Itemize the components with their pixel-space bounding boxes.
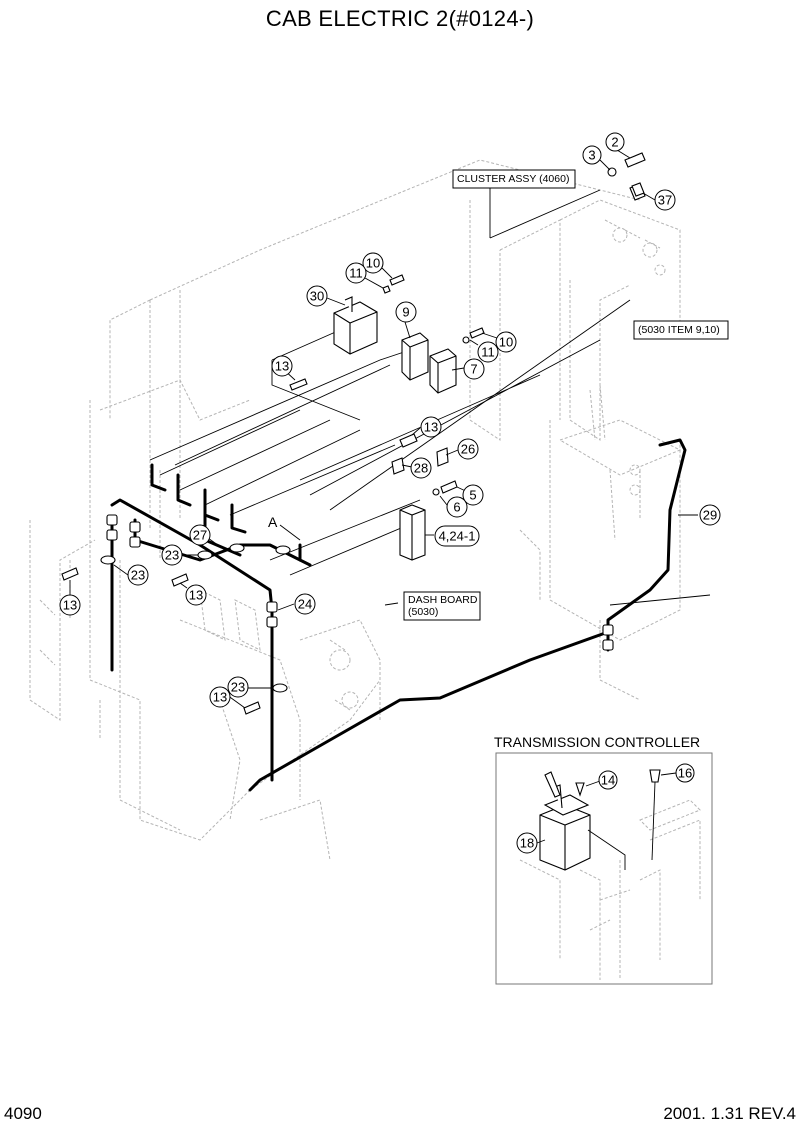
callout-10: 10	[362, 252, 384, 274]
callout-11: 11	[345, 262, 367, 284]
callout-27: 27	[189, 524, 211, 546]
svg-text:13: 13	[189, 588, 203, 603]
svg-text:11: 11	[349, 266, 363, 281]
callout-13-b: 13	[420, 416, 442, 438]
svg-text:14: 14	[601, 773, 615, 788]
callout-26: 26	[457, 438, 479, 460]
callout-A: A	[268, 514, 278, 530]
svg-text:18: 18	[520, 836, 534, 851]
svg-text:TRANSMISSION CONTROLLER: TRANSMISSION CONTROLLER	[494, 734, 700, 750]
part-bolts-13	[61, 567, 261, 715]
callout-29: 29	[699, 504, 721, 526]
svg-text:13: 13	[424, 420, 438, 435]
callout-13-d: 13	[185, 584, 207, 606]
callout-13-e: 13	[209, 686, 231, 708]
svg-text:3: 3	[588, 148, 595, 163]
callout-37: 37	[654, 189, 676, 211]
transmission-controller-inset: TRANSMISSION CONTROLLER	[494, 734, 713, 985]
svg-text:13: 13	[275, 359, 289, 374]
callout-leaders	[69, 149, 698, 709]
callout-23-c: 23	[227, 676, 249, 698]
svg-text:9: 9	[402, 305, 409, 320]
revision-date: 2001. 1.31 REV.4	[663, 1104, 796, 1123]
callout-14: 14	[598, 770, 618, 790]
svg-text:4,24-1: 4,24-1	[439, 529, 476, 544]
callout-18: 18	[516, 832, 538, 854]
svg-text:5: 5	[469, 488, 476, 503]
part-relay-7	[429, 327, 485, 394]
svg-text:A: A	[268, 514, 278, 530]
callout-23-b: 23	[127, 564, 149, 586]
callout-4-24-1: 4,24-1	[434, 525, 480, 547]
callout-3: 3	[582, 145, 602, 165]
svg-text:10: 10	[499, 335, 513, 350]
svg-text:7: 7	[470, 362, 477, 377]
part-flasher-4	[399, 504, 426, 561]
svg-text:11: 11	[481, 345, 495, 360]
callout-30: 30	[306, 285, 328, 307]
svg-text:23: 23	[165, 548, 179, 563]
svg-text:23: 23	[231, 680, 245, 695]
part-relay-30	[333, 274, 405, 355]
svg-text:(5030): (5030)	[408, 606, 438, 618]
svg-text:13: 13	[213, 690, 227, 705]
callout-9: 9	[395, 301, 417, 323]
page-title: CAB ELECTRIC 2(#0124-)	[265, 6, 535, 31]
callout-13-c: 13	[59, 594, 81, 616]
callout-5: 5	[462, 484, 484, 506]
callout-13-a: 13	[271, 355, 293, 377]
svg-text:2: 2	[611, 135, 618, 150]
dash-board-label: DASH BOARD (5030)	[403, 591, 481, 621]
callout-6: 6	[446, 496, 468, 518]
svg-text:28: 28	[414, 461, 428, 476]
svg-text:30: 30	[310, 289, 324, 304]
cluster-assy-label: CLUSTER ASSY (4060)	[452, 169, 576, 238]
item-ref-label: (5030 ITEM 9,10)	[633, 320, 729, 340]
callout-10-b: 10	[495, 331, 517, 353]
guide-lines	[149, 189, 711, 606]
svg-text:24: 24	[298, 597, 312, 612]
part-relay-9	[401, 332, 429, 381]
svg-text:13: 13	[63, 598, 77, 613]
svg-text:CLUSTER ASSY (4060): CLUSTER ASSY (4060)	[457, 173, 569, 185]
svg-text:6: 6	[453, 500, 460, 515]
callout-2: 2	[605, 132, 625, 152]
callout-28: 28	[410, 457, 432, 479]
callout-11-b: 11	[477, 341, 499, 363]
svg-text:37: 37	[658, 193, 672, 208]
callout-24: 24	[294, 593, 316, 615]
callout-7: 7	[463, 358, 485, 380]
svg-text:27: 27	[193, 528, 207, 543]
svg-text:29: 29	[703, 508, 717, 523]
svg-text:(5030 ITEM 9,10): (5030 ITEM 9,10)	[638, 324, 720, 336]
svg-text:DASH BOARD: DASH BOARD	[408, 594, 478, 606]
svg-text:10: 10	[366, 256, 380, 271]
page-number: 4090	[4, 1104, 42, 1123]
svg-text:26: 26	[461, 442, 475, 457]
harness-connectors	[100, 514, 614, 693]
callout-16: 16	[675, 763, 695, 783]
svg-text:16: 16	[678, 766, 692, 781]
svg-text:23: 23	[131, 568, 145, 583]
part-37	[631, 182, 645, 197]
callout-23-a: 23	[161, 544, 183, 566]
